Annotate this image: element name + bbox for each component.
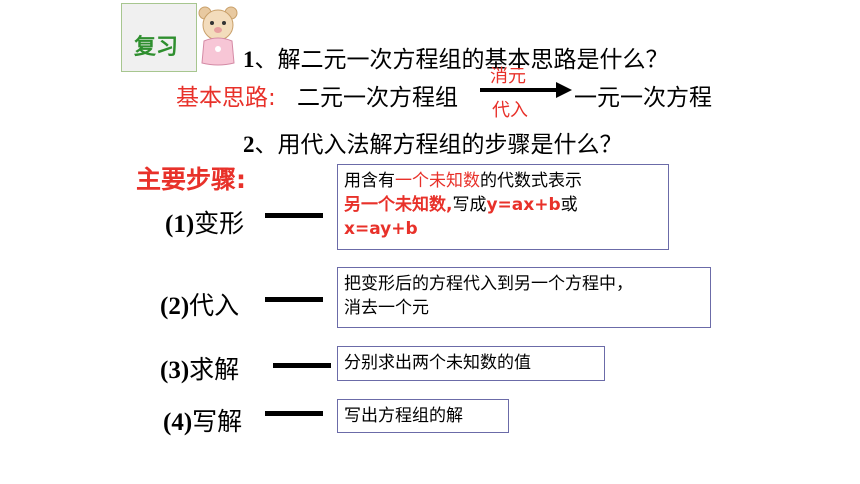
question-1-text: 、解二元一次方程组的基本思路是什么？	[254, 47, 669, 73]
question-2-text: 、用代入法解方程组的步骤是什么？	[254, 132, 623, 158]
step-4-name: 写解	[192, 407, 243, 436]
question-1-number: 1	[243, 47, 255, 72]
step-3-connector	[273, 363, 331, 368]
step-2-name: 代入	[189, 291, 240, 320]
step-2-label: (2)代入	[160, 286, 239, 322]
step-3-name: 求解	[189, 355, 240, 384]
bear-mascot-icon	[198, 6, 238, 66]
step-1-desc-plain-3: 写成	[452, 195, 487, 215]
idea-from: 二元一次方程组	[297, 85, 458, 111]
step-1-label: (1)变形	[165, 204, 244, 240]
step-1-desc-red-3: y=ax+b	[486, 195, 561, 215]
review-badge-label: 复习	[134, 35, 179, 60]
idea-label: 基本思路:	[176, 85, 276, 111]
step-4-desc: 写出方程组的解	[344, 406, 463, 426]
step-1-desc-plain-2: 的代数式表示	[480, 171, 582, 191]
step-2-desc-line-1: 把变形后的方程代入到另一个方程中，	[344, 274, 633, 294]
arrow-top-label: 消元	[490, 66, 526, 87]
step-3-desc: 分别求出两个未知数的值	[344, 353, 531, 373]
step-1-desc-plain-1: 用含有	[344, 171, 395, 191]
question-2: 2、用代入法解方程组的步骤是什么？	[243, 125, 623, 159]
step-1-desc-red-2: 另一个未知数,	[344, 195, 453, 215]
step-2-connector	[265, 297, 323, 302]
arrow-bottom-label: 代入	[492, 100, 528, 121]
step-3-description: 分别求出两个未知数的值	[337, 346, 605, 381]
step-1-connector	[265, 213, 323, 218]
step-2-description: 把变形后的方程代入到另一个方程中， 消去一个元	[337, 267, 711, 328]
question-2-number: 2	[243, 132, 255, 157]
step-1-desc-plain-4: 或	[560, 195, 578, 215]
step-2-desc-line-2: 消去一个元	[344, 298, 429, 318]
steps-title: 主要步骤:	[136, 165, 246, 194]
review-badge: 复习	[121, 3, 197, 72]
question-1: 1、解二元一次方程组的基本思路是什么？	[243, 40, 669, 74]
step-4-connector	[265, 411, 323, 416]
step-3-label: (3)求解	[160, 350, 239, 386]
arrow-right-icon	[480, 82, 572, 98]
step-2-number: (2)	[160, 293, 190, 320]
step-4-label: (4)写解	[163, 402, 242, 438]
step-1-description: 用含有一个未知数的代数式表示 另一个未知数,写成y=ax+b或 x=ay+b	[337, 164, 669, 250]
step-1-number: (1)	[165, 211, 195, 238]
step-1-desc-red-4: x=ay+b	[344, 219, 418, 239]
idea-to: 一元一次方程	[574, 85, 712, 111]
step-4-description: 写出方程组的解	[337, 399, 509, 433]
step-1-desc-red-1: 一个未知数	[395, 171, 480, 191]
step-4-number: (4)	[163, 409, 193, 436]
step-1-name: 变形	[194, 209, 245, 238]
step-3-number: (3)	[160, 357, 190, 384]
